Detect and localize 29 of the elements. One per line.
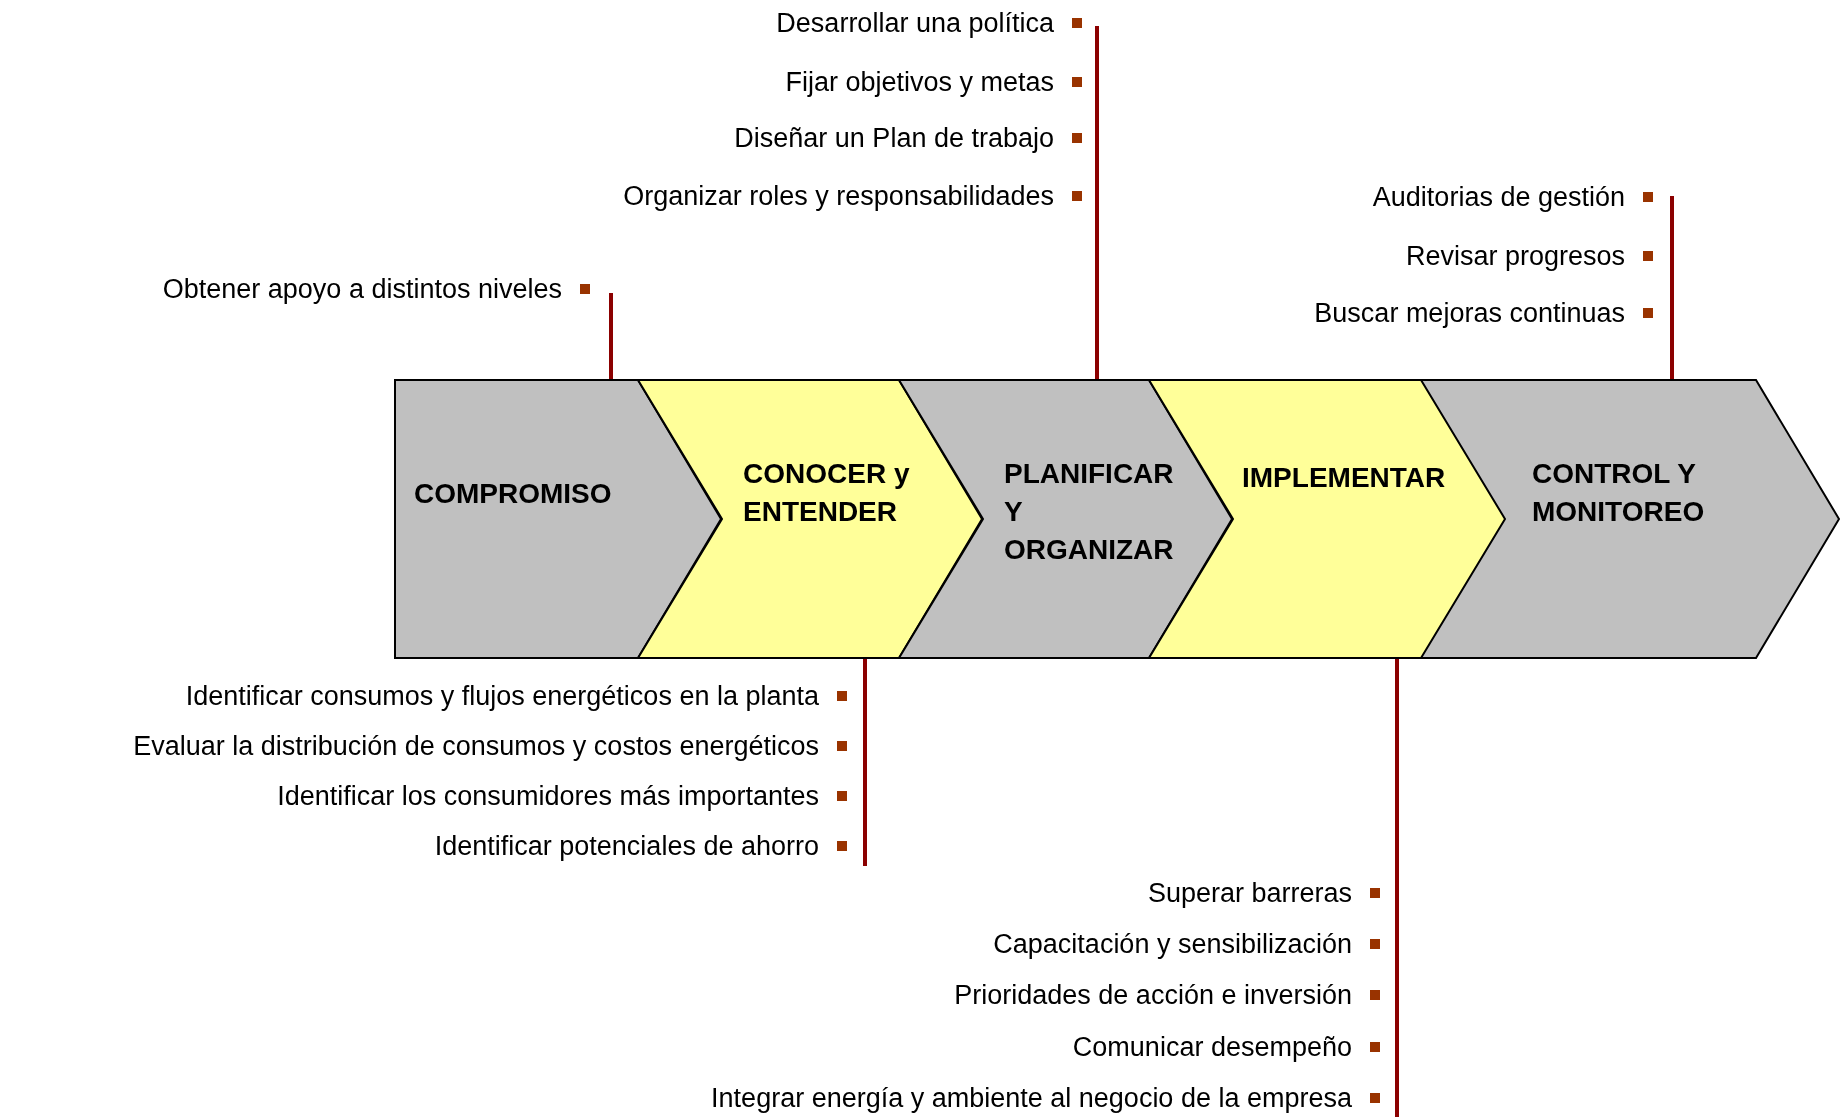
list-item: Integrar energía y ambiente al negocio de la empresa [711,1082,1352,1114]
list-item: Fijar objetivos y metas [785,66,1054,98]
step-label: COMPROMISO [414,477,612,511]
connector-line [609,293,613,379]
list-item: Evaluar la distribución de consumos y costos energéticos [133,730,819,762]
connector-line [1670,196,1674,379]
list-item: Superar barreras [1147,877,1352,909]
chevron-step [637,379,983,659]
connector-line [1395,659,1399,1117]
list-item: Buscar mejoras continuas [1314,297,1625,329]
list-item: Desarrollar una política [776,7,1054,39]
step-label: IMPLEMENTAR [1242,461,1446,495]
list-item: Organizar roles y responsabilidades [623,180,1054,212]
step-label: PLANIFICAR Y ORGANIZAR [1004,457,1174,567]
list-item: Identificar potenciales de ahorro [434,830,819,862]
list-item: Revisar progresos [1405,240,1625,272]
chevron-step [394,379,722,659]
list-item: Comunicar desempeño [1072,1031,1352,1063]
list-item: Identificar los consumidores más importantes [277,780,819,812]
connector-line [1095,26,1099,379]
connector-line [863,659,867,866]
step-label: CONOCER y ENTENDER [743,457,911,529]
list-item: Identificar consumos y flujos energéticos en la planta [185,680,819,712]
list-item: Auditorias de gestión [1372,181,1625,213]
step-label: CONTROL Y MONITOREO [1532,457,1705,529]
list-item: Capacitación y sensibilización [993,928,1352,960]
list-item: Diseñar un Plan de trabajo [734,122,1054,154]
list-item: Prioridades de acción e inversión [954,979,1352,1011]
list-item: Obtener apoyo a distintos niveles [162,273,562,305]
